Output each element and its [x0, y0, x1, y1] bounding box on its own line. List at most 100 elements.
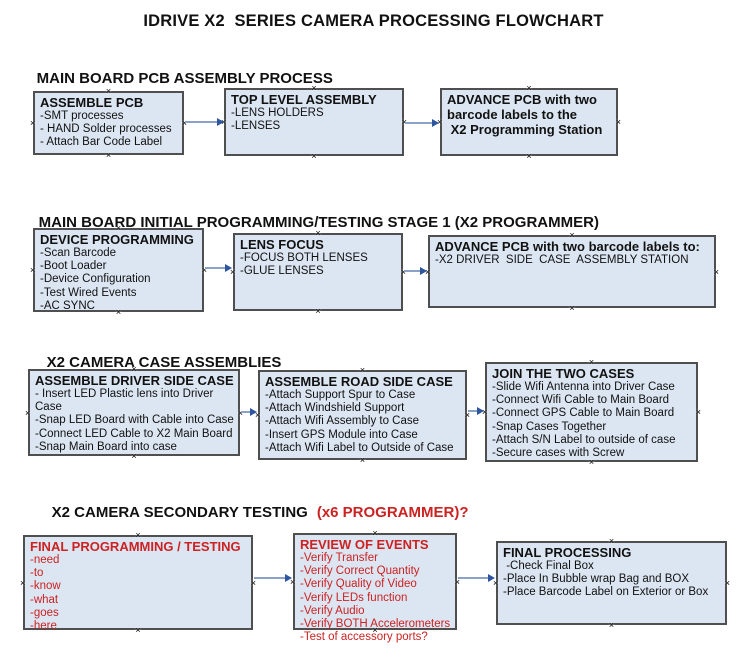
connector-arrow[interactable] [254, 573, 292, 582]
connection-handle-icon: × [526, 151, 532, 161]
box-item: -GLUE LENSES [240, 265, 324, 278]
connection-handle-icon: × [608, 536, 615, 546]
box-item: -Check Final Box [503, 560, 594, 572]
connection-handle-icon: × [359, 455, 366, 465]
box-item: -Verify BOTH Accelerometers [300, 618, 451, 631]
box-title: DEVICE PROGRAMMING [40, 232, 194, 247]
box-item: -to [30, 567, 44, 580]
connector-arrow[interactable] [404, 266, 427, 275]
box-item: -Verify Correct Quantity [300, 565, 420, 578]
connection-handle-icon: × [315, 306, 321, 316]
connector-arrow[interactable] [241, 407, 257, 416]
box-item: -FOCUS BOTH LENSES [240, 252, 368, 264]
connection-handle-icon: × [20, 577, 26, 588]
box-item: -AC SYNC [40, 299, 95, 312]
box-item: -what [30, 593, 59, 606]
flow-box-device-programming[interactable]: DEVICE PROGRAMMING -Scan Barcode -Boot L… [30, 224, 207, 317]
box-item: -Connect GPS Cable to Main Board [492, 407, 675, 420]
flow-box-join-the-two-cases[interactable]: JOIN THE TWO CASES -Slide Wifi Antenna i… [482, 358, 701, 467]
connection-handle-icon: × [30, 265, 36, 275]
section-heading-red-suffix: (x6 PROGRAMMER)? [316, 504, 469, 521]
flow-box-top-level-assembly[interactable]: TOP LEVEL ASSEMBLY -LENS HOLDERS -LENSES… [221, 84, 407, 161]
box-item: - HAND Solder processes [40, 123, 172, 136]
box-item: -Attach Support Spur to Case [265, 389, 416, 401]
flow-box-final-programming-testing[interactable]: FINAL PROGRAMMING / TESTING -need -to -k… [20, 531, 256, 635]
box-item: -Connect Wifi Cable to Main Board [492, 394, 670, 407]
box-item: -Attach S/N Label to outside of case [492, 433, 676, 446]
box-item: -Snap LED Board with Cable into Case [35, 414, 234, 427]
box-item: -Verify Quality of Video [300, 578, 417, 591]
box-item: -here [30, 620, 57, 633]
box-title: REVIEW OF EVENTS [300, 537, 429, 552]
box-item: -Boot Loader [40, 260, 107, 273]
box-item: -Attach Wifi Assembly to Case [265, 415, 420, 428]
connector-arrow[interactable] [205, 263, 232, 272]
flow-box-advance-pcb-programming-station[interactable]: ADVANCE PCB with two barcode labels to t… [437, 84, 621, 161]
box-item: -Connect LED Cable to X2 Main Board [35, 427, 233, 440]
connector-arrow[interactable] [468, 406, 484, 415]
connector-arrow[interactable] [185, 117, 224, 126]
box-title: ADVANCE PCB with two barcode labels to t… [447, 92, 603, 137]
box-item: -X2 DRIVER SIDE CASE ASSEMBLY STATION [435, 254, 689, 266]
section-heading-text: X2 CAMERA SECONDARY TESTING [51, 504, 308, 521]
box-item: -Test Wired Events [40, 286, 137, 299]
box-item: -Attach Windshield Support [265, 402, 405, 415]
connector-arrow[interactable] [458, 573, 495, 582]
box-item: - Insert LED Plastic lens into Driver Ca… [35, 388, 217, 414]
section-heading-initial-programming: MAIN BOARD INITIAL PROGRAMMING/TESTING S… [22, 197, 599, 248]
box-item: -Verify Audio [300, 604, 365, 617]
flow-box-lens-focus[interactable]: LENS FOCUS -FOCUS BOTH LENSES -GLUE LENS… [230, 229, 406, 316]
box-item: -know [30, 580, 61, 593]
box-title: JOIN THE TWO CASES [492, 366, 635, 381]
flow-box-advance-pcb-case-assembly[interactable]: ADVANCE PCB with two barcode labels to: … [425, 231, 719, 313]
connection-handle-icon: × [526, 83, 532, 93]
connection-handle-icon: × [695, 407, 701, 417]
flow-box-final-processing[interactable]: FINAL PROCESSING -Check Final Box -Place… [493, 537, 730, 630]
section-heading-text: X2 CAMERA CASE ASSEMBLIES [46, 354, 282, 371]
connection-handle-icon: × [713, 266, 719, 277]
connection-handle-icon: × [588, 357, 595, 367]
box-item: -LENS HOLDERS [231, 107, 324, 119]
section-heading-text: MAIN BOARD PCB ASSEMBLY PROCESS [36, 70, 333, 87]
box-title: FINAL PROGRAMMING / TESTING [30, 539, 241, 554]
box-item: -Device Configuration [40, 273, 151, 286]
flow-box-review-of-events[interactable]: REVIEW OF EVENTS -Verify Transfer -Verif… [290, 529, 460, 644]
box-title: FINAL PROCESSING [503, 545, 632, 560]
box-title: ADVANCE PCB with two barcode labels to: [435, 239, 700, 254]
connection-handle-icon: × [30, 118, 36, 128]
box-item: -Place In Bubble wrap Bag and BOX [503, 573, 690, 586]
connection-handle-icon: × [359, 365, 366, 375]
box-item: -Scan Barcode [40, 247, 117, 259]
box-item: -Verify LEDs function [300, 591, 408, 604]
connection-handle-icon: × [25, 407, 31, 418]
flow-box-assemble-driver-side-case[interactable]: ASSEMBLE DRIVER SIDE CASE - Insert LED P… [25, 365, 243, 461]
box-item: -Snap Cases Together [492, 420, 607, 433]
page-title: IDRIVE X2 SERIES CAMERA PROCESSING FLOWC… [143, 12, 604, 30]
box-item: -goes [30, 606, 59, 619]
box-item: -Verify Transfer [300, 552, 378, 564]
connection-handle-icon: × [615, 117, 621, 127]
box-item: -Slide Wifi Antenna into Driver Case [492, 381, 675, 393]
connector-arrow[interactable] [405, 118, 439, 127]
section-heading-text: MAIN BOARD INITIAL PROGRAMMING/TESTING S… [38, 214, 599, 231]
box-item: -Secure cases with Screw [492, 447, 625, 460]
box-title: TOP LEVEL ASSEMBLY [231, 92, 377, 107]
flow-box-assemble-pcb[interactable]: ASSEMBLE PCB -SMT processes - HAND Solde… [30, 87, 187, 160]
box-item: -Snap Main Board into case [35, 440, 177, 453]
connection-handle-icon: × [105, 150, 112, 160]
connection-handle-icon: × [724, 578, 730, 588]
connection-handle-icon: × [311, 151, 317, 161]
flow-box-assemble-road-side-case[interactable]: ASSEMBLE ROAD SIDE CASE -Attach Support … [255, 366, 470, 465]
section-heading-case-assemblies: X2 CAMERA CASE ASSEMBLIES [30, 337, 282, 388]
section-heading-pcb-assembly: MAIN BOARD PCB ASSEMBLY PROCESS [20, 53, 333, 104]
connection-handle-icon: × [608, 620, 615, 630]
connection-handle-icon: × [250, 577, 256, 588]
box-item: - Attach Bar Code Label [40, 136, 163, 149]
box-item: -LENSES [231, 120, 281, 133]
box-title: ASSEMBLE DRIVER SIDE CASE [35, 373, 234, 388]
box-title: LENS FOCUS [240, 237, 324, 252]
box-item: -Insert GPS Module into Case [265, 428, 418, 441]
connection-handle-icon: × [569, 303, 575, 313]
box-title: ASSEMBLE PCB [40, 95, 144, 110]
